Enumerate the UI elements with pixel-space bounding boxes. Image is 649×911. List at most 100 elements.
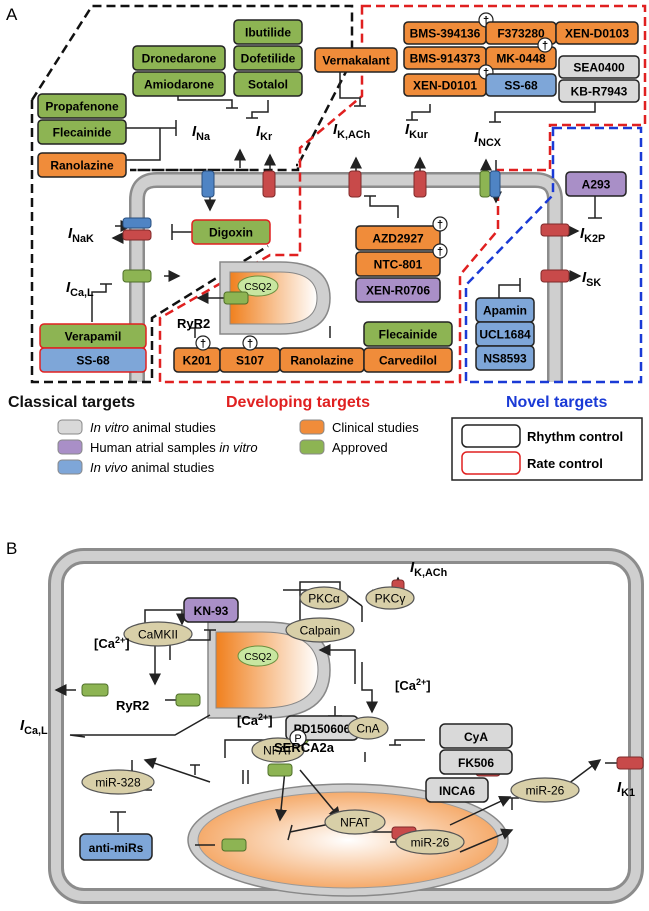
drug-label-sotalol: Sotalol [248, 78, 288, 92]
ion-channels-a [122, 170, 570, 305]
csq2-label-a: CSQ2 [244, 282, 272, 293]
drug-box-f373280: F373280 [485, 21, 557, 45]
drug-box-kb-r7943: KB-R7943 [558, 79, 640, 103]
drug-box-ibutilide: Ibutilide [233, 19, 303, 45]
drug-box-azd2927: AZD2927† [355, 216, 448, 251]
drug-label-ss-68-top: SS-68 [504, 79, 538, 93]
sr-compartment-a: CSQ2 [219, 261, 331, 335]
drug-box-propafenone: Propafenone [37, 93, 127, 119]
current-isk: ISK [582, 269, 601, 289]
antimirs-label: anti-miRs [89, 841, 144, 855]
drug-label-s107: S107 [236, 354, 264, 368]
drug-box-verapamil: Verapamil [39, 323, 147, 349]
node-cna: CnA [347, 716, 389, 740]
current-ik2p: IK2P [580, 225, 605, 245]
panel-a-label: A [6, 5, 18, 24]
node-mir26_c: miR-26 [510, 777, 580, 803]
drug-box-s107: S107 † [219, 335, 281, 373]
kn93-box: KN-93 [183, 597, 239, 623]
classical-region-border [30, 4, 354, 172]
dagger-xen-d0101: † [483, 67, 489, 79]
drug-box-ranolazine-bottom: Ranolazine [279, 347, 365, 373]
calcium-label-ca2: [Ca2+] [395, 677, 431, 693]
dagger-bms-394136: † [483, 15, 489, 27]
dagger-marker-mk-0448 [537, 37, 553, 53]
drug-label-mk-0448: MK-0448 [496, 52, 546, 66]
drug-box-xen-d0103: XEN-D0103 [555, 21, 639, 45]
dagger-azd2927: † [437, 219, 443, 231]
drug-label-verapamil: Verapamil [65, 330, 122, 344]
drug-box-bms-394136: BMS-394136† [403, 12, 494, 45]
rate-control-legend: Rate control [527, 456, 603, 471]
ryr2-label-a: RyR2 [177, 316, 210, 331]
drug-label-dofetilide: Dofetilide [241, 52, 296, 66]
drug-box-flecainide-bottom: Flecainide [363, 321, 453, 347]
drug-box-apamin: Apamin [475, 297, 535, 323]
node-label-pkca: PKCα [308, 592, 340, 606]
drug-label-ibutilide: Ibutilide [245, 26, 291, 40]
drug-label-xen-d0101: XEN-D0101 [413, 79, 477, 93]
drug-label-k201: K201 [183, 354, 212, 368]
cya-box: CyA [439, 723, 513, 749]
calcium-label-ca1: [Ca2+] [94, 635, 130, 651]
legend-label-clinical: Clinical studies [332, 420, 419, 435]
legend-label-human: Human atrial samples in vitro [90, 440, 258, 455]
drug-label-ns8593: NS8593 [483, 352, 527, 366]
serca2a-label: SERCA2a [274, 740, 335, 755]
current-inak: INaK [68, 225, 94, 245]
inca6-label: INCA6 [439, 784, 475, 798]
classical-targets-label: Classical targets [8, 394, 135, 411]
legend-label-in-vitro: In vitro animal studies [90, 420, 216, 435]
current-ikach: IK,ACh [333, 121, 370, 141]
node-label-nfat_n: NFAT [340, 816, 370, 830]
dagger-marker-s107 [242, 335, 258, 351]
node-calpain: Calpain [285, 617, 355, 643]
node-nfat_p: NFAT [251, 737, 305, 763]
node-label-mir26_n: miR-26 [411, 836, 450, 850]
drug-box-sea0400: SEA0400 [558, 55, 640, 79]
current-ina: INa [192, 123, 211, 143]
drug-label-ranolazine-bottom: Ranolazine [290, 354, 354, 368]
node-nfat_n: NFAT [324, 809, 386, 835]
legend-item-in-vitro: In vitro animal studies [57, 419, 216, 435]
drug-box-dofetilide: Dofetilide [233, 45, 303, 71]
pd150606-label: PD150606 [294, 722, 351, 736]
novel-region-border [464, 126, 643, 384]
current-incx: INCX [474, 129, 502, 149]
novel-targets-label: Novel targets [506, 394, 607, 411]
phosphate-marker: P [289, 729, 307, 747]
drug-box-ranolazine-top: Ranolazine [37, 152, 127, 178]
drug-label-amiodarone: Amiodarone [144, 78, 214, 92]
legend-item-clinical: Clinical studies [299, 419, 419, 435]
dagger-marker-ntc-801 [432, 243, 448, 259]
svg-text:P: P [294, 733, 301, 745]
dagger-marker-k201 [195, 335, 211, 351]
kn93-label: KN-93 [194, 604, 229, 618]
calcium-label-ca3: [Ca2+] [237, 712, 273, 728]
drug-label-ntc-801: NTC-801 [374, 258, 423, 272]
drug-box-xen-r0706: XEN-R0706 [355, 277, 441, 303]
drug-label-ucl1684: UCL1684 [479, 328, 531, 342]
dagger-s107: † [247, 338, 253, 350]
drug-label-carvedilol: Carvedilol [379, 354, 437, 368]
panel-b-label: B [6, 539, 17, 558]
drug-label-ranolazine-top: Ranolazine [50, 159, 114, 173]
current-ikur: IKur [405, 121, 429, 141]
legend-item-approved: Approved [299, 439, 388, 455]
drug-box-flecainide-top: Flecainide [37, 119, 127, 145]
inca6-box: INCA6 [425, 777, 489, 803]
current-ikr: IKr [256, 123, 273, 143]
node-label-nfat_p: NFAT [263, 744, 293, 758]
border-legend: Rhythm control Rate control [451, 417, 643, 481]
legend-label-approved: Approved [332, 440, 388, 455]
drug-box-dronedarone: Dronedarone [132, 45, 226, 71]
rhythm-control-legend: Rhythm control [527, 429, 623, 444]
node-label-camkii: CaMKII [138, 628, 178, 642]
drug-label-apamin: Apamin [483, 304, 527, 318]
drug-label-kb-r7943: KB-R7943 [571, 85, 628, 99]
classical-region-outline [30, 100, 269, 384]
drug-box-k201: K201† [173, 335, 221, 373]
